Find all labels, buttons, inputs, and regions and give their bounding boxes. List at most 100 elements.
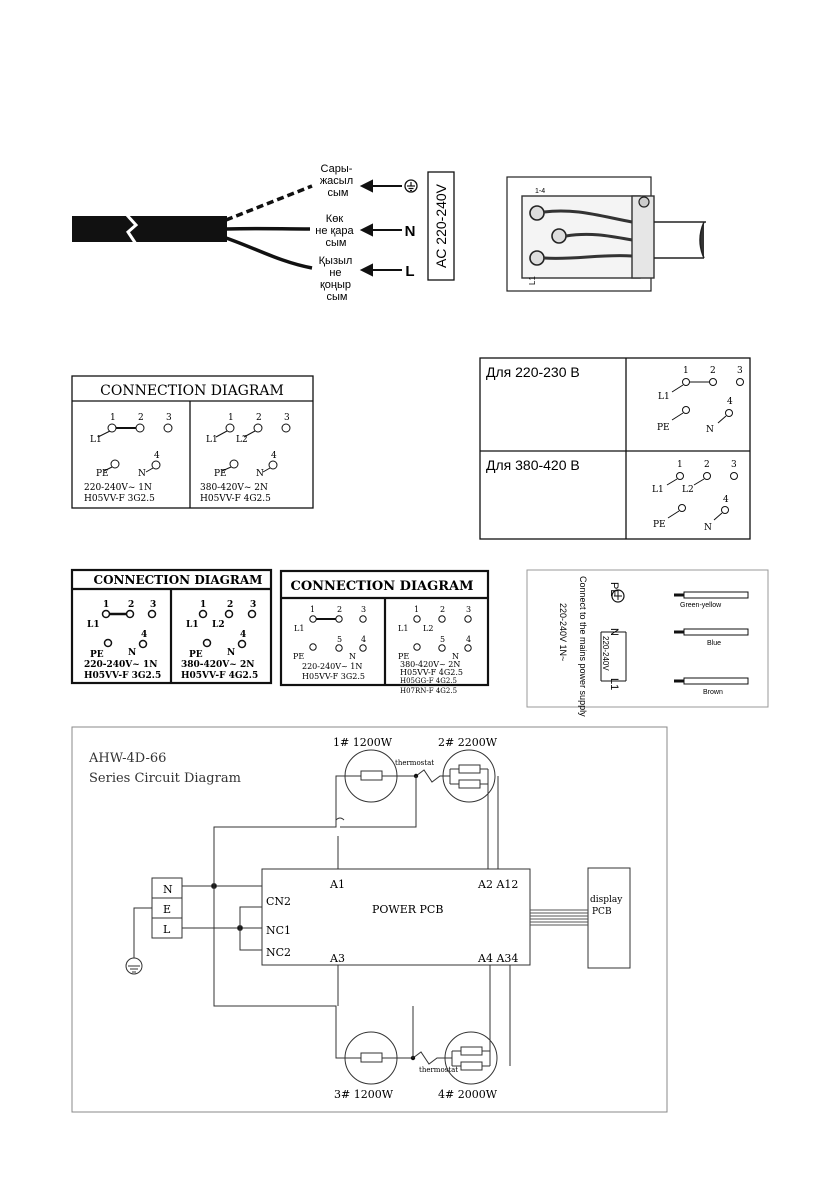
wire-n-label-3: сым	[326, 237, 347, 249]
thermostat-bottom: thermostat	[419, 1066, 458, 1074]
display-label: display	[590, 895, 623, 905]
wire-pe-label-1: Сары-	[321, 163, 353, 175]
pcb-label: POWER PCB	[372, 903, 443, 916]
wire-l-label-2: не	[329, 267, 341, 279]
svg-text:1: 1	[414, 605, 419, 614]
svg-text:PE: PE	[293, 652, 304, 661]
heater4-label: 4# 2000W	[438, 1088, 498, 1101]
display-label2: PCB	[592, 907, 612, 917]
mains-pe: PE	[608, 582, 620, 597]
mark-l: L	[405, 263, 414, 280]
wire-l	[225, 236, 313, 270]
svg-text:1: 1	[200, 600, 206, 610]
wire-pe-label-2: жасыл	[320, 175, 353, 187]
pin-nc1: NC1	[266, 924, 291, 937]
r1-n2: 2	[710, 366, 716, 376]
d1l-n: N	[138, 469, 146, 479]
heater1-label: 1# 1200W	[333, 736, 393, 749]
d2l-spec1: 220-240V~ 1N	[84, 660, 157, 670]
svg-text:L1: L1	[186, 620, 199, 630]
svg-text:3: 3	[361, 605, 366, 614]
d1l-l1: L1	[90, 435, 102, 445]
voltage-table: Для 220-230 В Для 380-420 В 1 2 3 L1 4 P…	[479, 357, 751, 540]
term-n: N	[163, 883, 173, 896]
svg-text:4: 4	[240, 630, 246, 640]
term-l: L	[163, 923, 171, 936]
r1-n3: 3	[737, 366, 743, 376]
r2-l1: L1	[652, 485, 664, 495]
pin-a2: A2 A12	[477, 878, 518, 891]
pin-nc2: NC2	[266, 946, 291, 959]
mark-n: N	[405, 223, 416, 240]
mains-connect: Connect to the mains power supply	[578, 576, 588, 717]
d1l-n2: 2	[138, 413, 144, 423]
display-pcb	[587, 867, 631, 969]
svg-text:2: 2	[440, 605, 445, 614]
d2l-spec2: H05VV-F 3G2.5	[84, 671, 161, 681]
d1r-l2: L2	[236, 435, 248, 445]
d1l-n3: 3	[166, 413, 172, 423]
series-circuit-diagram: AHW-4D-66 Series Circuit Diagram 1# 1200…	[71, 726, 668, 1113]
d2r-spec2: H05VV-F 4G2.5	[181, 671, 258, 681]
wire-l-label-3: қоңыр	[320, 279, 351, 291]
d1l-spec2: H05VV-F 3G2.5	[84, 494, 155, 504]
r2-n: N	[704, 523, 712, 533]
wire-n-label-1: Көк	[326, 213, 344, 225]
row2-schematic: 1 2 3 L1 L2 4 PE N	[652, 460, 738, 533]
diagram2-title: CONNECTION DIAGRAM	[94, 573, 263, 587]
wire-l-label-1: Қызыл	[319, 255, 353, 267]
heater3-label: 3# 1200W	[334, 1088, 394, 1101]
svg-text:3: 3	[466, 605, 471, 614]
svg-text:N: N	[349, 652, 356, 661]
d1l-spec1: 220-240V~ 1N	[84, 483, 152, 493]
d1r-n1: 1	[228, 413, 234, 423]
mains-c1: Green-yellow	[680, 602, 722, 609]
photo-label-top: 1-4	[535, 188, 545, 195]
r1-l1: L1	[658, 392, 670, 402]
heater4	[444, 1031, 498, 1085]
heater2	[442, 749, 496, 803]
d1r-n2: 2	[256, 413, 262, 423]
voltage-label: AC 220-240V	[433, 183, 449, 268]
d1r-n: N	[256, 469, 264, 479]
d3l-spec1: 220-240V~ 1N	[302, 662, 362, 671]
heater2-label: 2# 2200W	[438, 736, 498, 749]
d1r-spec1: 380-420V~ 2N	[200, 483, 268, 493]
r1-n: N	[706, 425, 714, 435]
wire-pe	[225, 184, 313, 222]
r1-n4: 4	[727, 397, 733, 407]
d1r-pe: PE	[214, 469, 227, 479]
svg-text:2: 2	[227, 600, 233, 610]
mains-l1: L1	[608, 678, 620, 690]
svg-text:1: 1	[310, 605, 315, 614]
mains-earth-icon	[611, 589, 625, 603]
wire-pe-label-3: сым	[328, 187, 349, 199]
svg-text:PE: PE	[189, 650, 203, 660]
pin-a3: A3	[329, 952, 345, 965]
mains-wiring: Connect to the mains power supply 220-24…	[526, 569, 769, 717]
r2-pe: PE	[653, 520, 666, 530]
cable-diagram: Сары- жасыл сым Көк не қара сым Қызыл не…	[72, 163, 455, 303]
d1r-n3: 3	[284, 413, 290, 423]
svg-text:3: 3	[250, 600, 256, 610]
r2-n3: 3	[731, 460, 737, 470]
svg-text:2: 2	[128, 600, 134, 610]
row1-schematic: 1 2 3 L1 4 PE N	[657, 366, 744, 435]
svg-text:L1: L1	[398, 624, 408, 633]
r2-n4: 4	[723, 495, 729, 505]
r2-n2: 2	[704, 460, 710, 470]
d3r-n5: 5	[440, 635, 445, 644]
cable-body	[72, 216, 227, 242]
svg-text:1: 1	[103, 600, 109, 610]
svg-text:PE: PE	[90, 650, 104, 660]
svg-text:2: 2	[337, 605, 342, 614]
terminal-block-photo: 1-4 L1	[506, 176, 706, 292]
thermostat-top: thermostat	[395, 759, 434, 767]
term-e: E	[163, 903, 171, 916]
wire-pe-label: Сары- жасыл сым	[320, 163, 356, 199]
d1r-n4: 4	[271, 451, 277, 461]
